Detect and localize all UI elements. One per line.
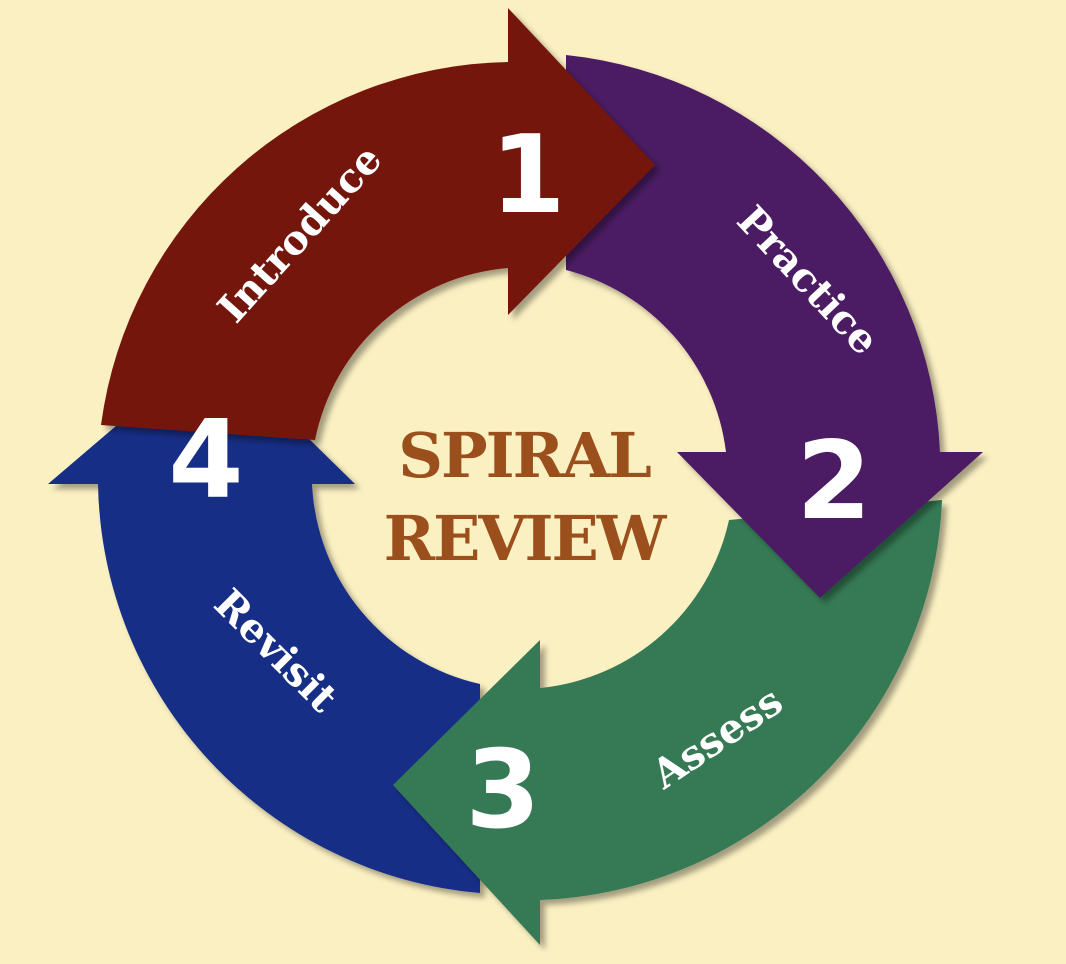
step-4-arrow — [48, 344, 480, 893]
step-1-number: 1 — [490, 113, 565, 238]
step-4-number: 4 — [168, 398, 243, 523]
step-2-number: 2 — [796, 419, 871, 544]
step-2-arrow — [566, 55, 983, 598]
diagram-title-line-2: REVIEW — [384, 502, 668, 575]
step-3-arrow — [393, 500, 942, 945]
diagram-title-line-1: SPIRAL — [398, 419, 651, 492]
step-1-arrow — [101, 8, 655, 440]
step-3-number: 3 — [465, 728, 540, 853]
